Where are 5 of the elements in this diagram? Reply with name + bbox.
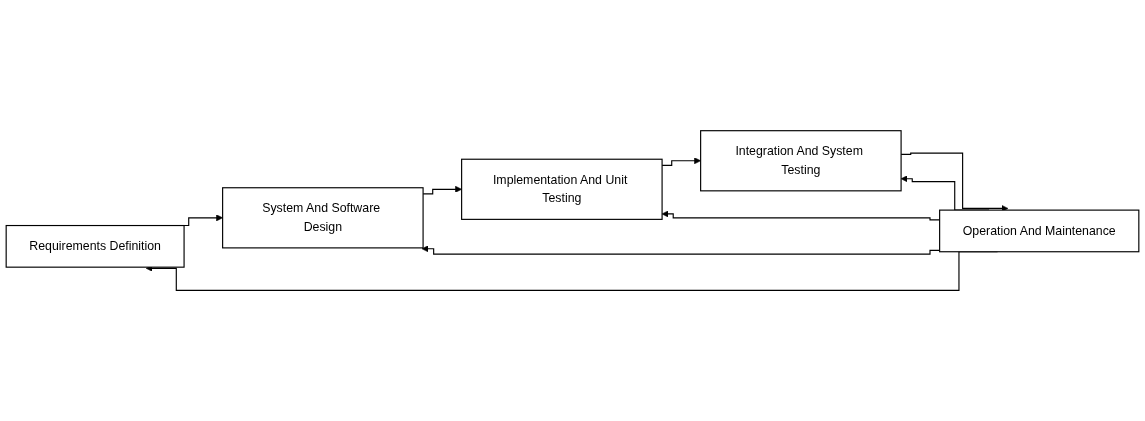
node-box: System And Software Design (222, 187, 424, 249)
node-box: Integration And System Testing (700, 130, 902, 192)
node-box: Operation And Maintenance (939, 209, 1140, 253)
node-box: Implementation And Unit Testing (461, 158, 663, 220)
node-box: Requirements Definition (5, 224, 185, 268)
